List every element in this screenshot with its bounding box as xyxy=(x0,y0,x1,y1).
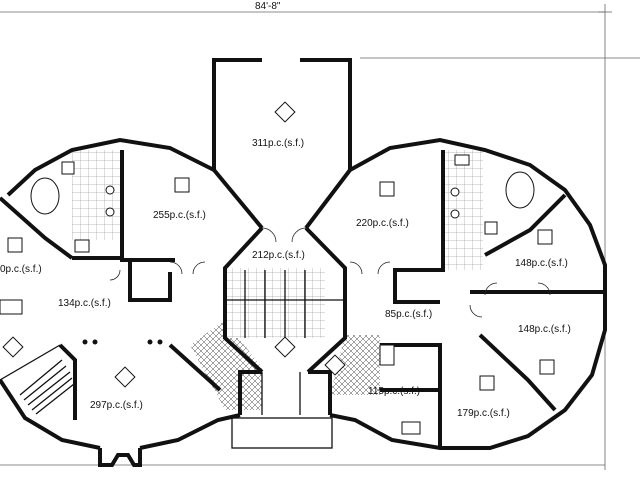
room-179-icon xyxy=(479,375,495,391)
room-240-icon xyxy=(7,237,23,253)
room-label-115: 115p.c.(s.f.) xyxy=(368,386,420,397)
room-220-icon xyxy=(379,181,395,197)
staircase xyxy=(0,344,75,415)
room-255-icon xyxy=(174,177,190,193)
room-148u-icon xyxy=(537,229,553,245)
room-label-212: 212p.c.(s.f.) xyxy=(252,250,305,261)
interior-walls xyxy=(0,150,605,448)
room-148l-icon xyxy=(539,359,555,375)
foyer-icon xyxy=(274,336,296,358)
room-label-311: 311p.c.(s.f.) xyxy=(252,138,304,149)
room-115-icon xyxy=(401,421,421,435)
bathtub-left-icon xyxy=(30,177,60,215)
room-label-148-upper: 148p.c.(s.f.) xyxy=(515,258,568,269)
room-icons xyxy=(2,101,555,435)
overall-width-dimension: 84'-8" xyxy=(255,1,281,12)
room-labels: 311p.c.(s.f.) 255p.c.(s.f.) 220p.c.(s.f.… xyxy=(0,138,571,419)
bathtub-right-icon xyxy=(505,171,535,209)
bath-fixtures xyxy=(0,154,535,366)
foyer-columns xyxy=(225,270,345,415)
room-label-255: 255p.c.(s.f.) xyxy=(153,210,206,221)
door-swings xyxy=(109,227,551,318)
room-label-134: 134p.c.(s.f.) xyxy=(58,298,111,309)
tiled-areas xyxy=(72,150,483,410)
room-134-icon xyxy=(2,336,24,358)
room-label-85: 85p.c.(s.f.) xyxy=(385,309,432,320)
room-label-179: 179p.c.(s.f.) xyxy=(457,408,510,419)
room-label-297: 297p.c.(s.f.) xyxy=(90,400,143,411)
room-label-partial: 0p.c.(s.f.) xyxy=(0,264,42,275)
room-label-148-lower: 148p.c.(s.f.) xyxy=(518,324,571,335)
closet-icon xyxy=(324,354,346,376)
exterior-walls xyxy=(0,58,607,467)
columns xyxy=(82,339,163,345)
room-label-220: 220p.c.(s.f.) xyxy=(356,218,409,229)
room-297-icon xyxy=(114,366,136,388)
room-311-icon xyxy=(274,101,296,123)
